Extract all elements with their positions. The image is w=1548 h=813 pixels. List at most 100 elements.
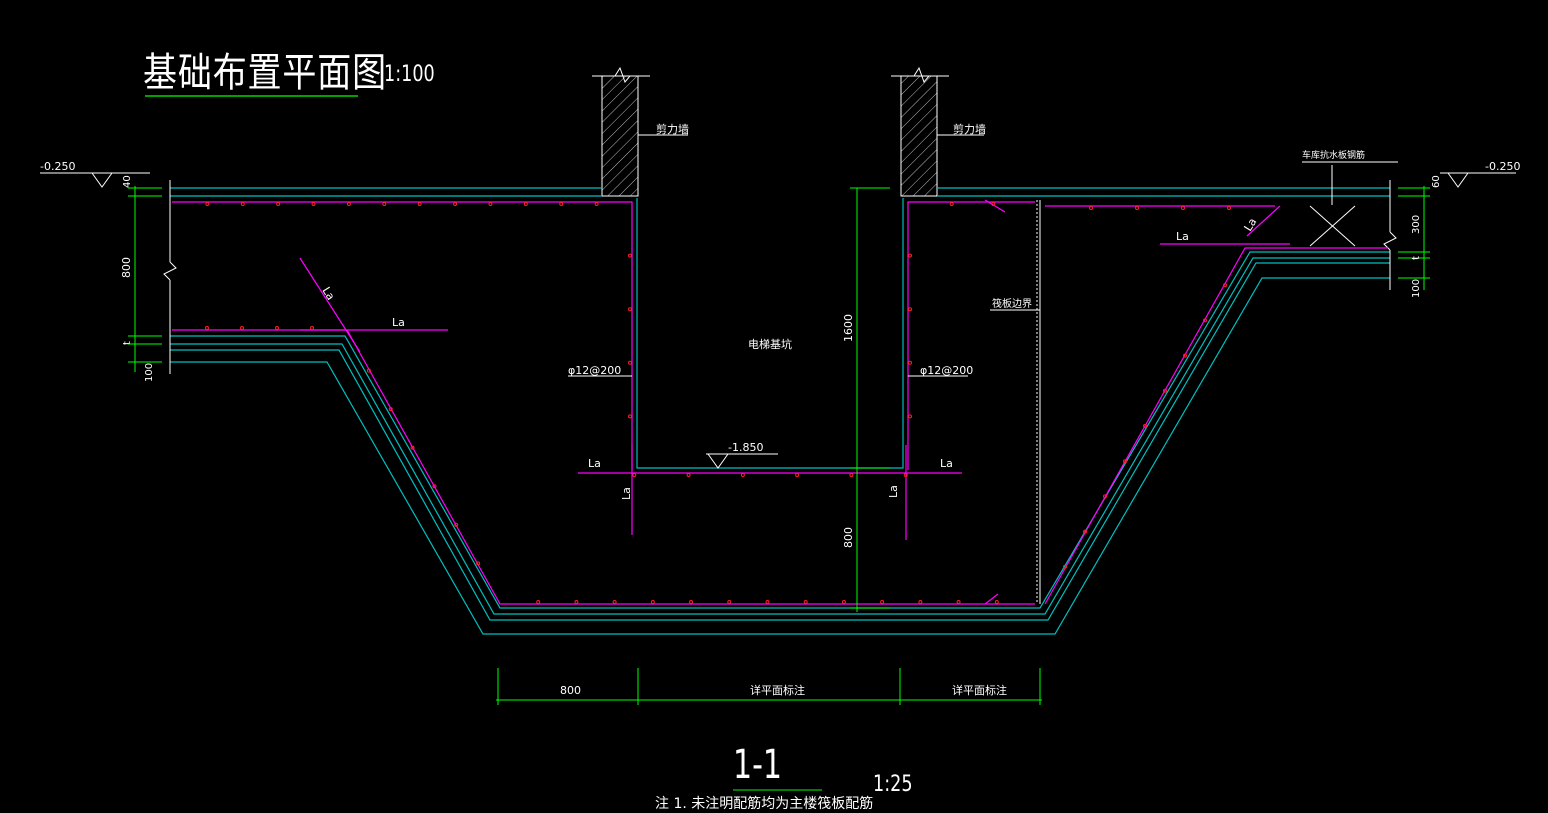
rebar-dot bbox=[1163, 388, 1167, 393]
rebar-dot bbox=[276, 202, 281, 206]
la-label-8: La bbox=[1242, 216, 1260, 234]
rebar-dot bbox=[880, 600, 885, 604]
rebar-dot bbox=[559, 202, 564, 206]
rebar-dot bbox=[240, 326, 244, 330]
rebar-dot bbox=[454, 522, 459, 527]
dim-100-left: 100 bbox=[144, 363, 155, 382]
wall-left-label: 剪力墙 bbox=[656, 122, 689, 136]
la-label-7: La bbox=[887, 485, 900, 498]
dim-bottom-mid: 详平面标注 bbox=[750, 683, 805, 697]
rebar-dot bbox=[1183, 353, 1187, 358]
rebar-dot bbox=[795, 473, 800, 477]
rebar-dot bbox=[628, 414, 632, 419]
rebar-dot bbox=[382, 202, 387, 206]
rebar-dot bbox=[740, 473, 745, 477]
rebar-dot bbox=[1135, 206, 1139, 210]
rebar-dot bbox=[903, 473, 908, 477]
rebar-dot bbox=[1103, 494, 1107, 499]
rebar-dot bbox=[632, 473, 637, 477]
section-title: 1-1 bbox=[733, 742, 783, 788]
rebar-dot bbox=[410, 445, 415, 450]
rebar-dot bbox=[594, 202, 599, 206]
pit-label: 电梯基坑 bbox=[748, 337, 792, 351]
rebar-dot bbox=[1143, 424, 1147, 428]
rebar-dot bbox=[523, 202, 528, 206]
dim-t-right: t bbox=[1411, 256, 1422, 260]
dim-800-mid: 800 bbox=[842, 527, 855, 548]
dim-60: 60 bbox=[1431, 175, 1442, 188]
boundary-lines bbox=[163, 180, 1397, 604]
rebar-dot bbox=[918, 600, 923, 604]
dim-100-right: 100 bbox=[1411, 279, 1422, 298]
rebar-dot bbox=[765, 600, 770, 604]
elevation-left: -0.250 bbox=[40, 160, 75, 173]
shear-wall-right bbox=[891, 66, 949, 197]
rebar-dot bbox=[1203, 318, 1207, 323]
rebar-dot bbox=[1223, 283, 1227, 288]
plan-title: 基础布置平面图 bbox=[143, 50, 387, 96]
rebar-dot bbox=[366, 368, 371, 373]
drawing-note: 注 1. 未注明配筋均为主楼筏板配筋 bbox=[655, 796, 874, 812]
la-label-6: La bbox=[620, 487, 633, 500]
rebar-dot bbox=[908, 253, 912, 258]
dim-800-left: 800 bbox=[120, 257, 133, 278]
rebar-dot bbox=[1089, 206, 1093, 210]
rebar-dot bbox=[476, 561, 481, 566]
rebar-dot bbox=[432, 484, 437, 489]
waterproof-label: 车库抗水板钢筋 bbox=[1302, 149, 1365, 161]
concrete-outline bbox=[170, 187, 1390, 635]
rebar-dot bbox=[991, 202, 996, 206]
elevation-pit: -1.850 bbox=[728, 441, 763, 454]
waterproof-cross bbox=[1302, 161, 1398, 247]
dim-bottom-right: 详平面标注 bbox=[952, 683, 1007, 697]
rebar-dot bbox=[841, 600, 846, 604]
rebar-dot bbox=[453, 202, 458, 206]
elevation-right: -0.250 bbox=[1485, 160, 1520, 173]
rebar-dot bbox=[849, 473, 854, 477]
la-label-3: La bbox=[940, 457, 953, 470]
rebar-dot bbox=[240, 202, 245, 206]
dim-300: 300 bbox=[1411, 215, 1422, 234]
rebar-dot bbox=[612, 600, 617, 604]
dim-bottom-800: 800 bbox=[560, 684, 581, 697]
rebar-dot bbox=[205, 326, 209, 330]
la-label-5: La bbox=[319, 285, 337, 303]
rebar-dot bbox=[686, 473, 691, 477]
rebar-dot bbox=[628, 253, 632, 258]
rebar-dot bbox=[310, 326, 314, 330]
shear-wall-left bbox=[592, 66, 650, 197]
rebar-dot bbox=[488, 202, 493, 206]
rebar-lines bbox=[172, 199, 1388, 605]
rebar-dot bbox=[388, 407, 393, 412]
rebar-dot bbox=[628, 307, 632, 312]
rebar-right-label: φ12@200 bbox=[920, 364, 973, 377]
rebar-dots bbox=[205, 202, 1231, 604]
rebar-dot bbox=[949, 202, 954, 206]
dim-1600: 1600 bbox=[842, 314, 855, 342]
rebar-dot bbox=[956, 600, 961, 604]
rebar-dot bbox=[417, 202, 422, 206]
leaders bbox=[568, 309, 1040, 377]
rebar-dot bbox=[205, 202, 210, 206]
rebar-dot bbox=[275, 326, 279, 330]
rebar-dot bbox=[1063, 564, 1067, 569]
rebar-dot bbox=[346, 202, 351, 206]
rebar-dot bbox=[908, 307, 912, 312]
section-scale: 1:25 bbox=[873, 772, 913, 797]
rebar-dot bbox=[1227, 206, 1231, 210]
rebar-dot bbox=[628, 360, 632, 365]
plan-scale: 1:100 bbox=[384, 62, 435, 87]
rebar-dot bbox=[727, 600, 732, 604]
la-label-1: La bbox=[392, 316, 405, 329]
rebar-dot bbox=[994, 600, 999, 604]
rebar-dot bbox=[908, 360, 912, 365]
wall-right-label: 剪力墙 bbox=[953, 122, 986, 136]
rebar-dot bbox=[536, 600, 541, 604]
rebar-dot bbox=[1181, 206, 1185, 210]
rebar-dot bbox=[1123, 459, 1127, 464]
rebar-left-label: φ12@200 bbox=[568, 364, 621, 377]
rebar-dot bbox=[1083, 529, 1087, 534]
la-label-2: La bbox=[588, 457, 601, 470]
la-label-4: La bbox=[1176, 230, 1189, 243]
